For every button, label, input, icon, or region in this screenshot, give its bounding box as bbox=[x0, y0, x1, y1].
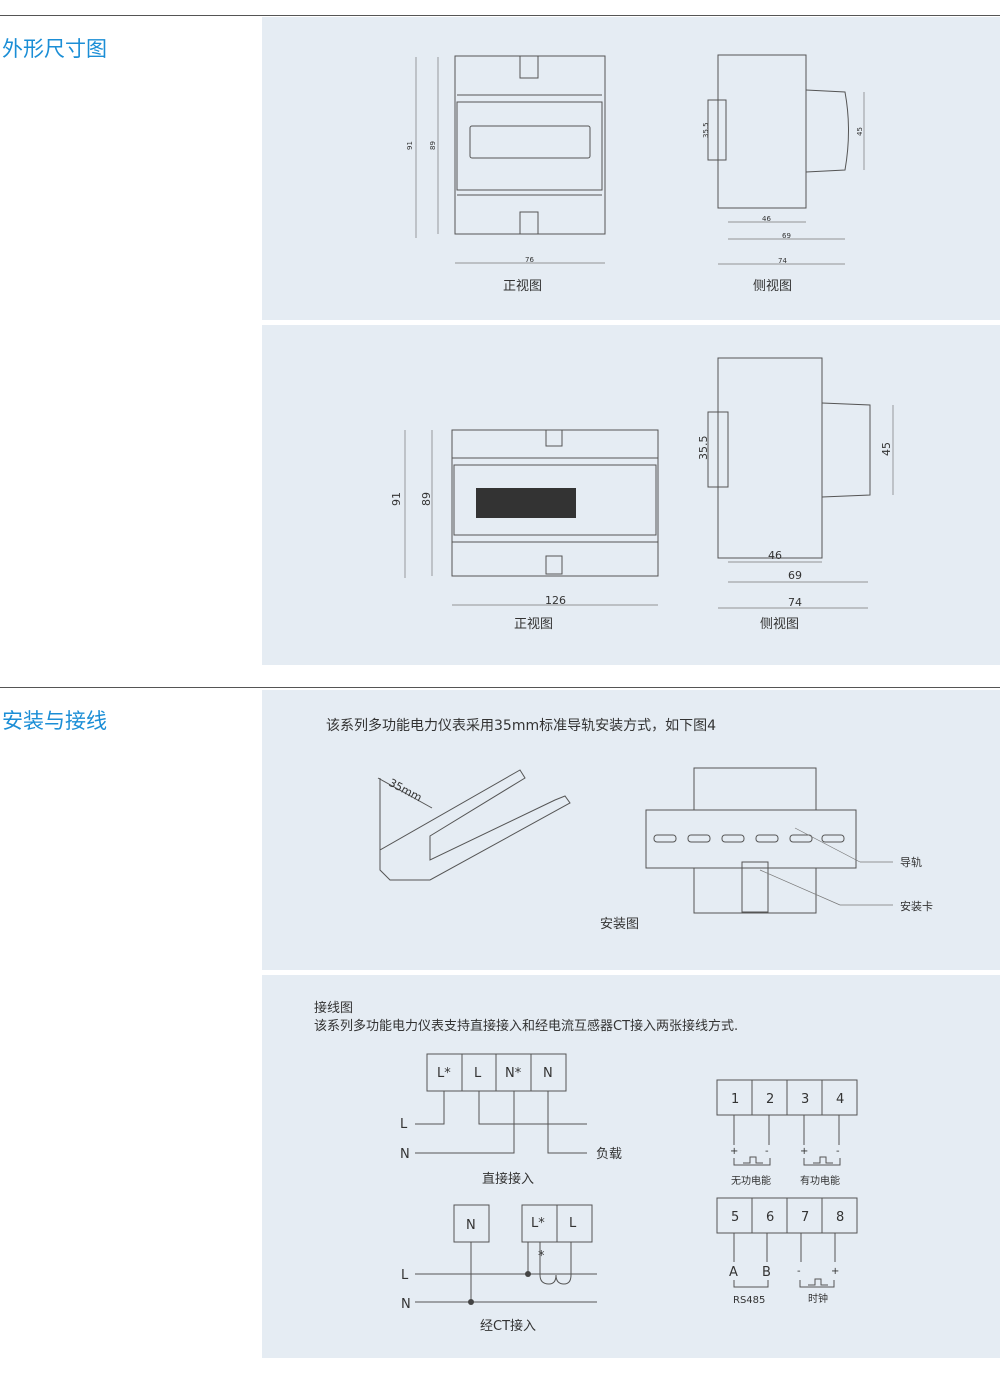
dim-76: 76 bbox=[525, 256, 534, 264]
dim-74: 74 bbox=[778, 257, 787, 265]
ct-polarity-mark: * bbox=[538, 1249, 545, 1264]
dim-91: 91 bbox=[406, 141, 414, 150]
sign: + bbox=[800, 1146, 808, 1157]
sign: B bbox=[762, 1265, 771, 1280]
dim-45: 45 bbox=[880, 442, 893, 456]
wiring-diagram: L* L N* N L N 负载 直接接入 N L* L * L bbox=[400, 1053, 858, 1334]
rail-label: 导轨 bbox=[900, 855, 922, 869]
terminal-3: 3 bbox=[801, 1092, 809, 1107]
wiring-title: 接线图 bbox=[314, 1001, 354, 1016]
dim-69: 69 bbox=[782, 232, 791, 240]
ct-caption: 经CT接入 bbox=[480, 1318, 536, 1334]
dim-126: 126 bbox=[545, 594, 566, 607]
line-n-label: N bbox=[400, 1147, 410, 1162]
active-energy-label: 有功电能 bbox=[800, 1174, 840, 1187]
terminal-6: 6 bbox=[766, 1210, 774, 1225]
terminal-8: 8 bbox=[836, 1210, 844, 1225]
dim-35-5: 35.5 bbox=[697, 436, 710, 461]
section-divider bbox=[0, 687, 1000, 688]
wiring-description: 该系列多功能电力仪表支持直接接入和经电流互感器CT接入两张接线方式. bbox=[314, 1019, 739, 1034]
dim-74: 74 bbox=[788, 596, 802, 609]
install-intro: 该系列多功能电力仪表采用35mm标准导轨安装方式，如下图4 bbox=[326, 718, 716, 734]
ct-terminal-n: N bbox=[466, 1218, 476, 1233]
terminal-2: 2 bbox=[766, 1092, 774, 1107]
front-view-caption: 正视图 bbox=[514, 617, 553, 632]
side-view-caption: 侧视图 bbox=[753, 279, 792, 294]
rail-width-label: 35mm bbox=[387, 776, 424, 804]
section-divider bbox=[0, 15, 1000, 16]
wiring-panel: 接线图 该系列多功能电力仪表支持直接接入和经电流互感器CT接入两张接线方式. L… bbox=[262, 975, 1000, 1358]
clock-label: 时钟 bbox=[808, 1292, 828, 1305]
dimension-drawing-small: 91 89 76 正视图 35.5 45 46 69 74 侧视图 bbox=[406, 54, 865, 294]
terminal-7: 7 bbox=[801, 1210, 809, 1225]
line-l-label: L bbox=[400, 1117, 408, 1132]
terminal-5: 5 bbox=[731, 1210, 739, 1225]
clip-label: 安装卡 bbox=[900, 899, 933, 913]
dim-69: 69 bbox=[788, 569, 802, 582]
terminal-n-star: N* bbox=[505, 1066, 522, 1081]
terminal-l-star: L* bbox=[437, 1066, 451, 1081]
dimension-panel-large: 91 89 126 正视图 35.5 45 46 69 74 侧视图 bbox=[262, 325, 1000, 665]
dimension-panel-small: 91 89 76 正视图 35.5 45 46 69 74 侧视图 bbox=[262, 17, 1000, 320]
dim-89: 89 bbox=[429, 141, 437, 150]
direct-terminal-block: L* L N* N bbox=[426, 1053, 567, 1092]
dim-46: 46 bbox=[768, 549, 782, 562]
install-drawing: 35mm 导轨 安装卡 安装图 bbox=[377, 767, 933, 932]
dim-89: 89 bbox=[420, 492, 433, 506]
section-title-installation: 安装与接线 bbox=[2, 709, 107, 733]
reactive-energy-label: 无功电能 bbox=[731, 1174, 771, 1187]
dim-45: 45 bbox=[856, 127, 864, 136]
install-panel: 该系列多功能电力仪表采用35mm标准导轨安装方式，如下图4 35mm 导轨 安装… bbox=[262, 690, 1000, 970]
ct-line-l-label: L bbox=[401, 1268, 409, 1283]
sign: - bbox=[797, 1266, 801, 1277]
sign: - bbox=[765, 1146, 769, 1157]
terminal-l: L bbox=[474, 1066, 482, 1081]
load-label: 负载 bbox=[596, 1147, 622, 1162]
dim-46: 46 bbox=[762, 215, 771, 223]
ct-terminal-l-star: L* bbox=[531, 1216, 545, 1231]
sign: - bbox=[836, 1146, 840, 1157]
sign: + bbox=[730, 1146, 738, 1157]
sign: A bbox=[729, 1265, 738, 1280]
terminal-1: 1 bbox=[731, 1092, 739, 1107]
terminal-n: N bbox=[543, 1066, 553, 1081]
ct-line-n-label: N bbox=[401, 1297, 411, 1312]
direct-caption: 直接接入 bbox=[482, 1171, 534, 1187]
section-title-dimensions: 外形尺寸图 bbox=[2, 37, 107, 61]
terminal-4: 4 bbox=[836, 1092, 844, 1107]
ct-terminal-l: L bbox=[569, 1216, 577, 1231]
rs485-label: RS485 bbox=[733, 1295, 765, 1306]
install-caption: 安装图 bbox=[600, 917, 639, 932]
side-view-caption: 侧视图 bbox=[760, 617, 799, 632]
dim-35-5: 35.5 bbox=[702, 122, 710, 138]
front-view-caption: 正视图 bbox=[503, 279, 542, 294]
dim-91: 91 bbox=[390, 492, 403, 506]
sign: + bbox=[831, 1266, 839, 1277]
dimension-drawing-large: 91 89 126 正视图 35.5 45 46 69 74 侧视图 bbox=[390, 357, 894, 632]
